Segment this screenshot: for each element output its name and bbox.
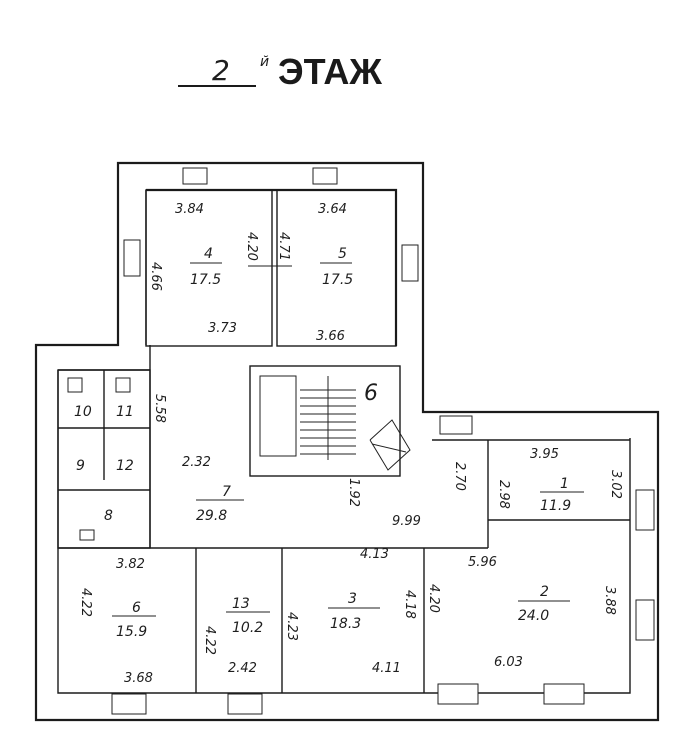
room-6-number: 6 [132,600,141,616]
rooms-north [145,189,397,347]
room-10-number: 10 [74,404,92,420]
room-12-number: 12 [116,458,134,474]
dim-label: 3.95 [530,447,559,462]
floor-number: 2 [212,54,230,87]
room-4-area: 17.5 [190,272,221,288]
dim-label: 4.20 [426,584,441,613]
dim-label: 4.20 [244,232,259,261]
room-9-number: 9 [76,458,85,474]
dim-label: 3.73 [208,321,237,336]
dim-label: 6.03 [494,655,523,670]
room-5-number: 5 [338,246,347,262]
dim-label: 3.02 [608,470,623,499]
dim-label: 4.11 [372,661,401,676]
dim-label: 3.88 [602,586,617,615]
floor-suffix: й [260,54,269,70]
room-1-area: 11.9 [540,498,571,514]
room-13-number: 13 [232,596,250,612]
windows [111,167,655,715]
room-3-area: 18.3 [330,616,361,632]
dim-label: 3.68 [124,671,153,686]
room-3-number: 3 [348,591,357,607]
dim-label: 3.82 [116,557,145,572]
dim-label: 5.58 [152,394,167,423]
dim-label: 3.64 [318,202,347,217]
dim-label: 4.23 [284,612,299,641]
room-13-area: 10.2 [232,620,263,636]
dim-label: 9.99 [392,514,421,529]
room-4-number: 4 [204,246,213,262]
dim-label: 4.71 [276,232,291,261]
dim-label: 1.92 [346,478,361,507]
dim-label: 4.18 [402,590,417,619]
dim-label: 3.66 [316,329,345,344]
dim-label: 4.22 [78,588,93,617]
room-7-number: 7 [222,484,231,500]
room-5-area: 17.5 [322,272,353,288]
dim-label: 2.32 [182,455,211,470]
dimension-labels: 3.84 4.20 4.71 3.64 4.66 3.73 3.66 5.58 … [78,202,623,686]
room-6-area: 15.9 [116,624,147,640]
room-1-number: 1 [560,476,569,492]
floor-title-word: ЭТАЖ [278,51,382,92]
dim-label: 2.42 [228,661,257,676]
room-2-number: 2 [540,584,549,600]
dim-label: 3.84 [175,202,204,217]
dim-label: 4.13 [360,547,389,562]
floor-title: 2 й ЭТАЖ [178,51,382,92]
stair-block [249,365,411,477]
room-11-number: 11 [116,404,134,420]
room-labels: 4 17.5 5 17.5 7 29.8 6 1 11.9 2 24.0 3 1… [74,246,584,640]
dim-label: 2.70 [452,462,467,491]
room-7-area: 29.8 [196,508,227,524]
dim-label: 4.66 [148,262,163,291]
room-8-number: 8 [104,508,113,524]
dim-label: 4.22 [202,626,217,655]
dim-label: 2.98 [496,480,511,509]
corridor-walls [58,440,630,693]
dim-label: 5.96 [468,555,497,570]
room-2-area: 24.0 [518,608,549,624]
stair-label: 6 [364,381,378,406]
